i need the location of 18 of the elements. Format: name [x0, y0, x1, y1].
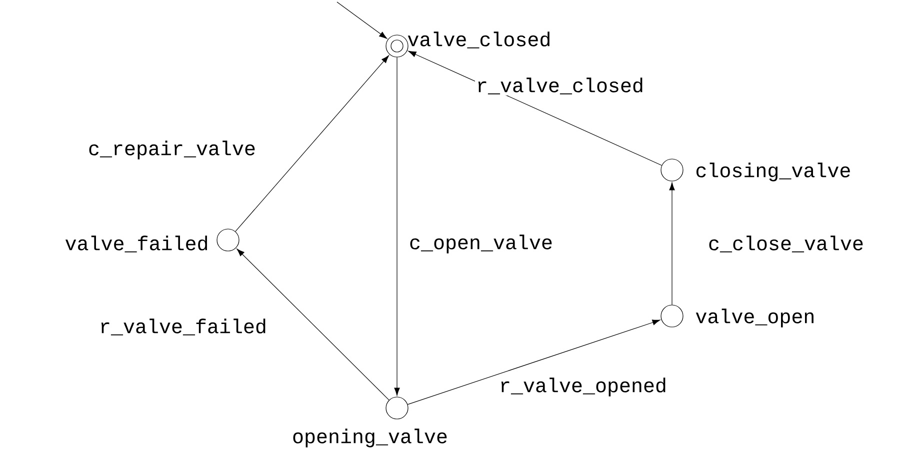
edge-label: c_close_valve: [707, 234, 866, 254]
arrow: [394, 57, 400, 396]
arrow: [236, 248, 390, 400]
arrow: [408, 50, 662, 166]
arrow: [407, 320, 660, 405]
edge-label: c_open_valve: [408, 234, 554, 254]
arrow: [235, 55, 389, 232]
edge-label: r_valve_closed: [475, 76, 646, 96]
state-name: opening_valve: [293, 428, 447, 448]
state-name: valve_failed: [65, 236, 208, 252]
state-name: closing_valve: [696, 162, 850, 182]
state-name: valve_open: [696, 308, 814, 328]
state-name: valve_closed: [408, 32, 550, 48]
arrow: [669, 182, 675, 305]
edge-label: r_valve_failed: [98, 318, 268, 336]
arrow: [336, 2, 388, 39]
edge-label: c_repair_valve: [87, 140, 258, 160]
edge-label: r_valve_opened: [498, 376, 668, 398]
